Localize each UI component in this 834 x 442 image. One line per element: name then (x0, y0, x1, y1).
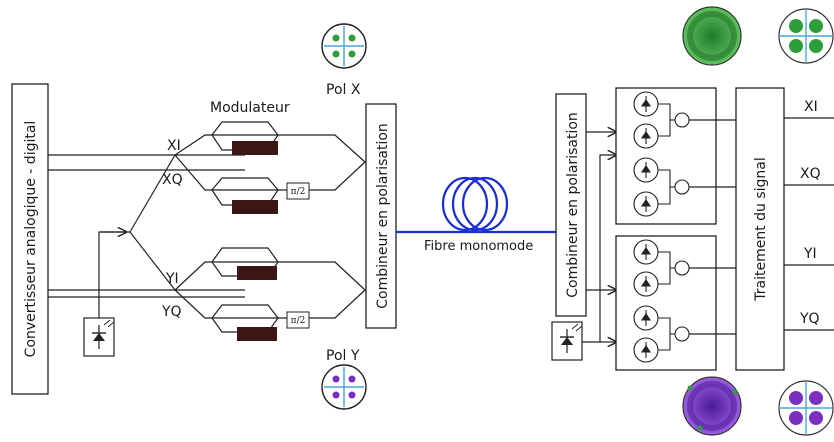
photodiode-icon (633, 239, 659, 265)
rx-routing (582, 132, 616, 342)
modulator-block (232, 141, 278, 155)
constellation-rx-x-raw (682, 6, 742, 66)
constellation-rx-y-raw (682, 376, 742, 436)
detector-block-x (615, 87, 717, 225)
photodiode-icon (633, 305, 659, 331)
modulator-block (237, 266, 277, 280)
dsp-outputs (784, 117, 834, 331)
rx-output-yq: YQ (799, 311, 820, 327)
constellation-pol-x (321, 23, 367, 69)
tx-lane-yq: YQ (161, 304, 182, 320)
photodiode-icon (633, 337, 659, 363)
tx-lane-xq: XQ (162, 172, 183, 188)
photodiode-icon (633, 91, 659, 117)
fiber-link: Fibre monomode (396, 176, 556, 254)
tx-lane-yi: YI (165, 271, 179, 287)
rx-output-yi: YI (803, 246, 817, 262)
adc-block: Convertisseur analogique - digital (11, 83, 49, 395)
tx-lane-xi: XI (167, 138, 181, 154)
constellation-pol-y (321, 364, 367, 410)
svg-text:π/2: π/2 (291, 316, 306, 326)
detector-block-y (615, 235, 717, 371)
balanced-detector-links (658, 103, 690, 351)
rx-output-xi: XI (804, 99, 818, 115)
laser-feed-lines (98, 154, 176, 318)
pol-y-label: Pol Y (326, 348, 360, 364)
adc-output-rails (48, 154, 245, 298)
combiner-rx-label: Combineur en polarisation (565, 112, 581, 298)
photodiode-icon (633, 123, 659, 149)
modulator-label: Modulateur (210, 100, 290, 116)
rx-output-xq: XQ (800, 166, 821, 182)
combiner-rx-block: Combineur en polarisation (555, 93, 587, 317)
laser-source-icon (551, 321, 583, 361)
photodiode-icon (633, 191, 659, 217)
fiber-label: Fibre monomode (424, 239, 533, 254)
phase-shifter: π/2 (286, 311, 310, 329)
photodiode-icon (633, 157, 659, 183)
constellation-rx-x-recovered (778, 8, 834, 64)
fiber-coil-icon (441, 176, 509, 232)
modulator-block (232, 200, 278, 214)
pol-x-label: Pol X (326, 82, 361, 98)
dsp-label: Traitement du signal (753, 157, 769, 302)
svg-text:π/2: π/2 (291, 187, 306, 197)
adc-label: Convertisseur analogique - digital (23, 121, 39, 358)
detector-to-dsp-lines (689, 119, 736, 335)
laser-source-icon (83, 317, 115, 357)
photodiode-icon (633, 271, 659, 297)
modulator-block (237, 327, 277, 341)
combiner-tx-label: Combineur en polarisation (375, 123, 391, 309)
phase-shifter: π/2 (286, 182, 310, 200)
dsp-block: Traitement du signal (735, 87, 785, 371)
mzm-pol-x (174, 121, 378, 206)
constellation-rx-y-recovered (778, 380, 834, 436)
combiner-tx-block: Combineur en polarisation (365, 103, 397, 329)
